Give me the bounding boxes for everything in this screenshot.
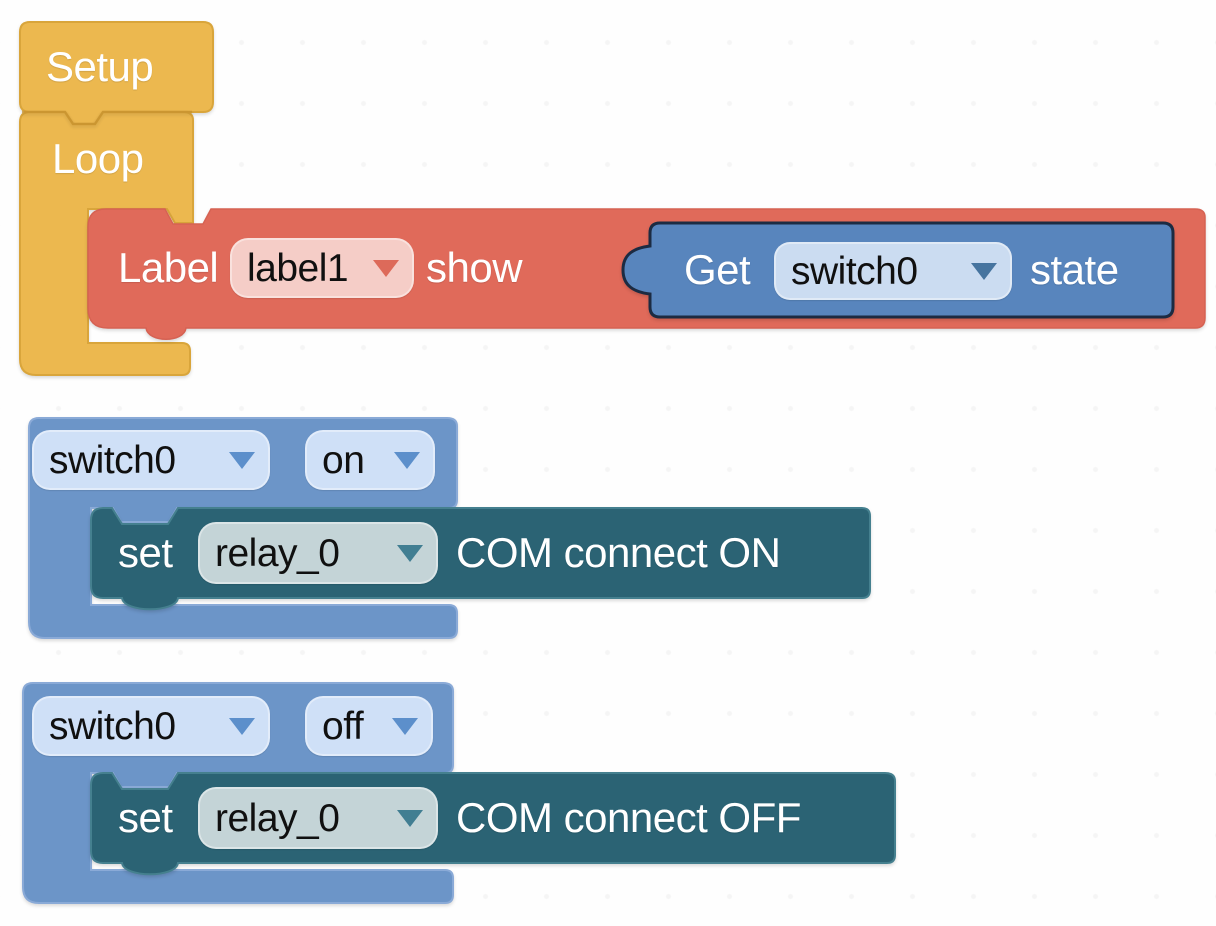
dropdown-arrow-icon [397, 544, 423, 562]
switch-on-state-value: on [322, 438, 365, 482]
loop-block[interactable] [19, 111, 194, 376]
set-relay-off-suffix: COM connect OFF [456, 794, 801, 841]
relay-off-dropdown-value: relay_0 [215, 796, 340, 840]
switch-on-device-dropdown[interactable]: switch0 [32, 430, 270, 490]
switch-off-device-value: switch0 [49, 704, 176, 748]
switch-off-state-value: off [322, 704, 364, 748]
set-relay-on-suffix: COM connect ON [456, 529, 781, 576]
block-seam-line [22, 110, 192, 126]
label-block-suffix: show [426, 244, 523, 291]
relay-on-dropdown[interactable]: relay_0 [198, 522, 438, 584]
dropdown-arrow-icon [971, 262, 997, 280]
get-switch0-dropdown[interactable]: switch0 [774, 242, 1012, 300]
label1-dropdown-value: label1 [247, 246, 349, 290]
setup-block-label: Setup [46, 43, 154, 90]
relay-on-dropdown-value: relay_0 [215, 531, 340, 575]
dropdown-arrow-icon [373, 259, 399, 277]
switch-off-state-dropdown[interactable]: off [305, 696, 433, 756]
get-switch0-dropdown-value: switch0 [791, 249, 918, 293]
get-block-suffix: state [1030, 246, 1119, 293]
dropdown-arrow-icon [397, 809, 423, 827]
set-relay-off-prefix: set [118, 794, 173, 841]
switch-off-device-dropdown[interactable]: switch0 [32, 696, 270, 756]
get-block-prefix: Get [684, 246, 751, 293]
switch-on-state-dropdown[interactable]: on [305, 430, 435, 490]
dropdown-arrow-icon [394, 451, 420, 469]
loop-block-label: Loop [52, 135, 144, 182]
dropdown-arrow-icon [229, 451, 255, 469]
relay-off-dropdown[interactable]: relay_0 [198, 787, 438, 849]
switch-on-device-value: switch0 [49, 438, 176, 482]
label-block-prefix: Label [118, 244, 219, 291]
set-relay-on-prefix: set [118, 529, 173, 576]
label1-dropdown[interactable]: label1 [230, 238, 414, 298]
dropdown-arrow-icon [392, 717, 418, 735]
dropdown-arrow-icon [229, 717, 255, 735]
